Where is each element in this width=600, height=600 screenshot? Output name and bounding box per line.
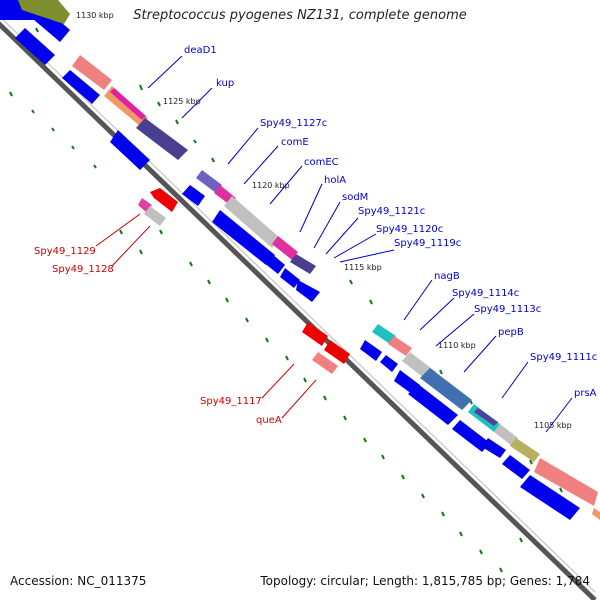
scale-labels: 1130 kbp 1125 kbp 1120 kbp 1115 kbp 1110…: [76, 11, 572, 430]
gene-label-spy49-1129[interactable]: Spy49_1129: [34, 246, 96, 257]
gene-label-spy49-1117[interactable]: Spy49_1117: [200, 396, 262, 407]
gene-label-kup[interactable]: kup: [216, 78, 234, 89]
reverse-gene-labels: Spy49_1129 Spy49_1128 Spy49_1117 queA: [34, 246, 282, 426]
forward-label-lines: [147, 55, 573, 433]
gene-label-queA[interactable]: queA: [256, 415, 282, 426]
scale-label: 1120 kbp: [252, 181, 290, 190]
gene-label-spy49-1121c[interactable]: Spy49_1121c: [358, 206, 425, 217]
gene-label-comEC[interactable]: comEC: [304, 157, 339, 168]
genome-summary-text: Topology: circular; Length: 1,815,785 bp…: [260, 574, 590, 588]
gene-label-pepB[interactable]: pepB: [498, 327, 524, 338]
gene-label-comE[interactable]: comE: [281, 137, 309, 148]
gene-label-spy49-1113c[interactable]: Spy49_1113c: [474, 304, 541, 315]
gene-label-sodM[interactable]: sodM: [342, 192, 368, 203]
gene-label-spy49-1127c[interactable]: Spy49_1127c: [260, 118, 327, 129]
scale-label: 1110 kbp: [438, 341, 476, 350]
scale-label: 1130 kbp: [76, 11, 114, 20]
accession-text: Accession: NC_011375: [10, 574, 147, 588]
cds-features: [0, 0, 580, 520]
backbone: [0, 16, 597, 600]
gene-label-prsA[interactable]: prsA: [574, 388, 597, 399]
gene-label-holA[interactable]: holA: [324, 175, 346, 186]
gene-label-spy49-1114c[interactable]: Spy49_1114c: [452, 288, 519, 299]
scale-label: 1115 kbp: [344, 263, 382, 272]
gc-skew-ticks: [9, 9, 563, 573]
gene-blocks: [18, 0, 600, 520]
gene-label-spy49-1120c[interactable]: Spy49_1120c: [376, 224, 443, 235]
reverse-label-lines: [95, 213, 317, 419]
gene-label-spy49-1111c[interactable]: Spy49_1111c: [530, 352, 597, 363]
map-title: Streptococcus pyogenes NZ131, complete g…: [133, 8, 467, 23]
gene-label-deaD1[interactable]: deaD1: [184, 45, 217, 56]
gene-label-spy49-1119c[interactable]: Spy49_1119c: [394, 238, 461, 249]
gene-label-nagB[interactable]: nagB: [434, 271, 460, 282]
forward-gene-labels: deaD1 kup Spy49_1127c comE comEC holA so…: [184, 45, 597, 399]
reverse-genes: [138, 188, 350, 374]
gene-label-spy49-1128[interactable]: Spy49_1128: [52, 264, 114, 275]
scale-label: 1105 kbp: [534, 421, 572, 430]
scale-label: 1125 kbp: [163, 97, 201, 106]
